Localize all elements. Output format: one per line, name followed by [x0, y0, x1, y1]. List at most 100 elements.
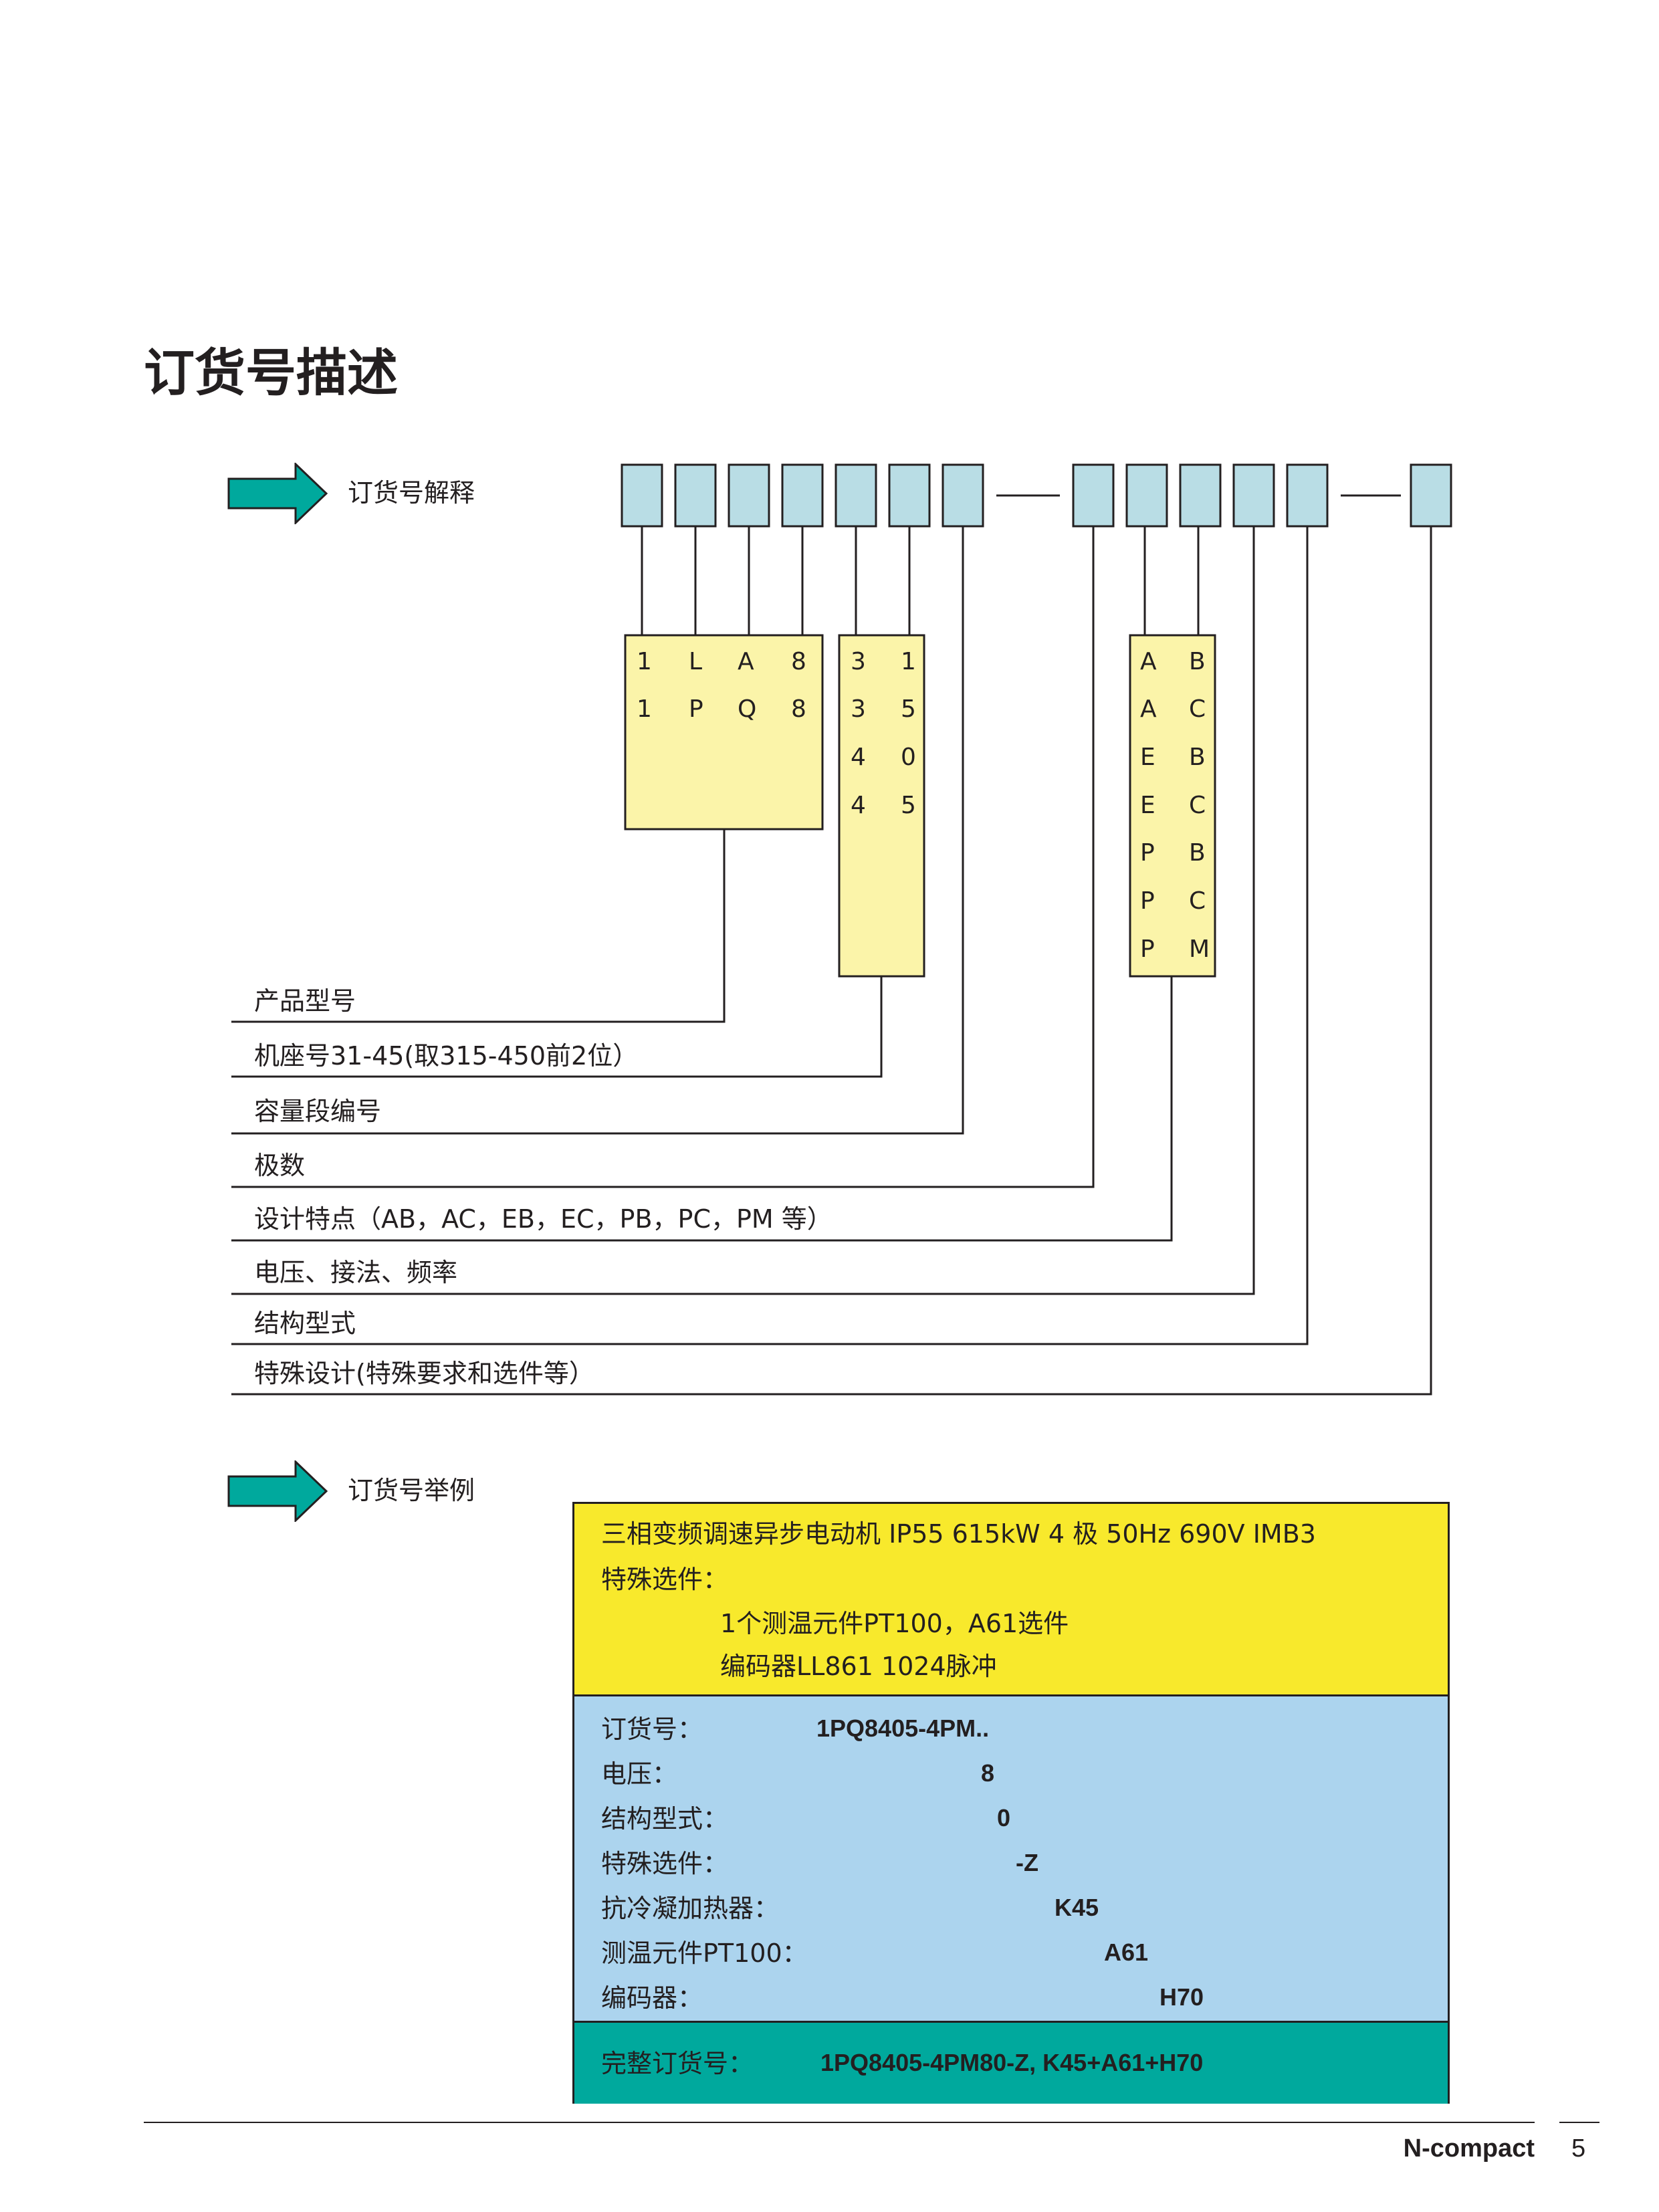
feature-code-row-7: P M — [1130, 937, 1215, 964]
design-feature-box — [1129, 634, 1216, 978]
code-char: 1 — [901, 648, 916, 675]
code-char: M — [1189, 935, 1210, 963]
digit-cell-10 — [1179, 463, 1222, 528]
example-description: 三相变频调速异步电动机 IP55 615kW 4 极 50Hz 690V IMB… — [601, 1519, 1316, 1549]
special-options-label: 特殊选件： — [601, 1565, 729, 1594]
model-code-row-1: 1 L A 8 — [625, 650, 822, 677]
frame-code-row-1: 3 1 — [839, 650, 924, 677]
definition-product-model: 产品型号 — [254, 986, 356, 1016]
definition-special-design: 特殊设计(特殊要求和选件等） — [254, 1359, 594, 1388]
feature-code-row-4: E C — [1130, 794, 1215, 820]
frame-size-box — [838, 634, 925, 978]
order-example-box: 三相变频调速异步电动机 IP55 615kW 4 极 50Hz 690V IMB… — [572, 1502, 1450, 2104]
definition-poles: 极数 — [254, 1151, 306, 1180]
digit-cell-8 — [1072, 463, 1115, 528]
code-char: 3 — [851, 695, 866, 723]
model-code-row-2: 1 P Q 8 — [625, 697, 822, 724]
leader-frame-size — [231, 976, 883, 1078]
code-char: B — [1189, 648, 1206, 675]
arrow-right-icon — [227, 463, 328, 524]
footer-rule-short — [1559, 2122, 1599, 2123]
leader-special-design — [231, 526, 1432, 1396]
row-label-voltage: 电压： — [601, 1759, 678, 1789]
code-char: E — [1140, 792, 1155, 819]
row-value-heater: K45 — [1055, 1894, 1099, 1921]
definition-design-feature: 设计特点（AB，AC，EB，EC，PB，PC，PM 等） — [254, 1204, 833, 1234]
frame-code-row-2: 3 5 — [839, 697, 924, 724]
digit-cell-5 — [835, 463, 877, 528]
code-char: 4 — [851, 792, 866, 819]
code-char: L — [689, 648, 703, 675]
code-char: C — [1189, 887, 1206, 915]
code-char: 1 — [637, 695, 652, 723]
code-char: 0 — [901, 744, 916, 771]
digit-cell-3 — [728, 463, 770, 528]
feature-code-row-2: A C — [1130, 697, 1215, 724]
feature-code-row-1: A B — [1130, 650, 1215, 677]
code-char: 3 — [851, 648, 866, 675]
footer-brand: N-compact — [1403, 2134, 1535, 2163]
code-char: 5 — [901, 792, 916, 819]
row-value-encoder: H70 — [1159, 1983, 1204, 2011]
page-number: 5 — [1571, 2134, 1586, 2163]
digit-cell-2 — [674, 463, 717, 528]
digit-cell-1 — [621, 463, 663, 528]
code-char: A — [738, 648, 754, 675]
code-char: A — [1140, 648, 1157, 675]
leader-capacity — [231, 526, 964, 1135]
example-full-number-panel: 完整订货号： 1PQ8405-4PM80-Z, K45+A61+H70 — [574, 2023, 1448, 2104]
row-value-structure: 0 — [997, 1804, 1011, 1832]
code-char: 4 — [851, 744, 866, 771]
frame-code-row-4: 4 5 — [839, 794, 924, 820]
arrow-right-icon — [227, 1460, 328, 1522]
definition-structure: 结构型式 — [254, 1309, 356, 1338]
row-value-pt100: A61 — [1104, 1939, 1149, 1966]
code-char: P — [689, 695, 703, 723]
leader-structure — [231, 526, 1309, 1345]
code-char: P — [1140, 935, 1155, 963]
row-value-special-options: -Z — [1016, 1849, 1038, 1876]
code-char: B — [1189, 839, 1206, 867]
code-char: Q — [738, 695, 757, 723]
example-description-panel: 三相变频调速异步电动机 IP55 615kW 4 极 50Hz 690V IMB… — [574, 1504, 1448, 1696]
code-char: P — [1140, 887, 1155, 915]
digit-cell-13 — [1410, 463, 1452, 528]
definition-frame-size: 机座号31-45(取315-450前2位） — [254, 1041, 639, 1071]
row-value-order-number: 1PQ8405-4PM.. — [816, 1715, 990, 1742]
definition-voltage: 电压、接法、频率 — [254, 1258, 458, 1287]
code-char: E — [1140, 744, 1155, 771]
section-label-example: 订货号举例 — [348, 1476, 475, 1505]
feature-code-row-6: P C — [1130, 889, 1215, 916]
section-label-explanation: 订货号解释 — [348, 478, 475, 508]
leader-voltage — [231, 526, 1255, 1295]
option-line-1: 1个测温元件PT100，A61选件 — [720, 1609, 1069, 1638]
example-breakdown-panel: 订货号： 1PQ8405-4PM.. 电压： 8 结构型式： 0 特殊选件： -… — [574, 1696, 1448, 2023]
footer-rule — [144, 2122, 1535, 2123]
digit-cell-11 — [1232, 463, 1275, 528]
option-line-2: 编码器LL861 1024脉冲 — [720, 1652, 997, 1681]
leader-product-model — [231, 829, 726, 1023]
code-char: P — [1140, 839, 1155, 867]
row-label-order-number: 订货号： — [601, 1715, 703, 1744]
frame-code-row-3: 4 0 — [839, 746, 924, 772]
leader-design-feature — [231, 976, 1173, 1242]
row-label-heater: 抗冷凝加热器： — [601, 1894, 780, 1923]
feature-code-row-5: P B — [1130, 841, 1215, 868]
definition-capacity: 容量段编号 — [254, 1097, 382, 1126]
leader-poles — [231, 526, 1095, 1188]
code-char: 1 — [637, 648, 652, 675]
feature-code-row-3: E B — [1130, 746, 1215, 772]
row-label-structure: 结构型式： — [601, 1804, 729, 1834]
code-char: C — [1189, 792, 1206, 819]
digit-cell-6 — [888, 463, 931, 528]
row-value-voltage: 8 — [981, 1759, 995, 1787]
code-char: C — [1189, 695, 1206, 723]
digit-cell-9 — [1125, 463, 1168, 528]
full-order-value: 1PQ8405-4PM80-Z, K45+A61+H70 — [820, 2049, 1204, 2076]
digit-cell-4 — [781, 463, 824, 528]
code-char: A — [1140, 695, 1157, 723]
code-char: 8 — [791, 648, 806, 675]
digit-cell-7 — [942, 463, 984, 528]
code-char: 8 — [791, 695, 806, 723]
digit-cell-12 — [1286, 463, 1329, 528]
